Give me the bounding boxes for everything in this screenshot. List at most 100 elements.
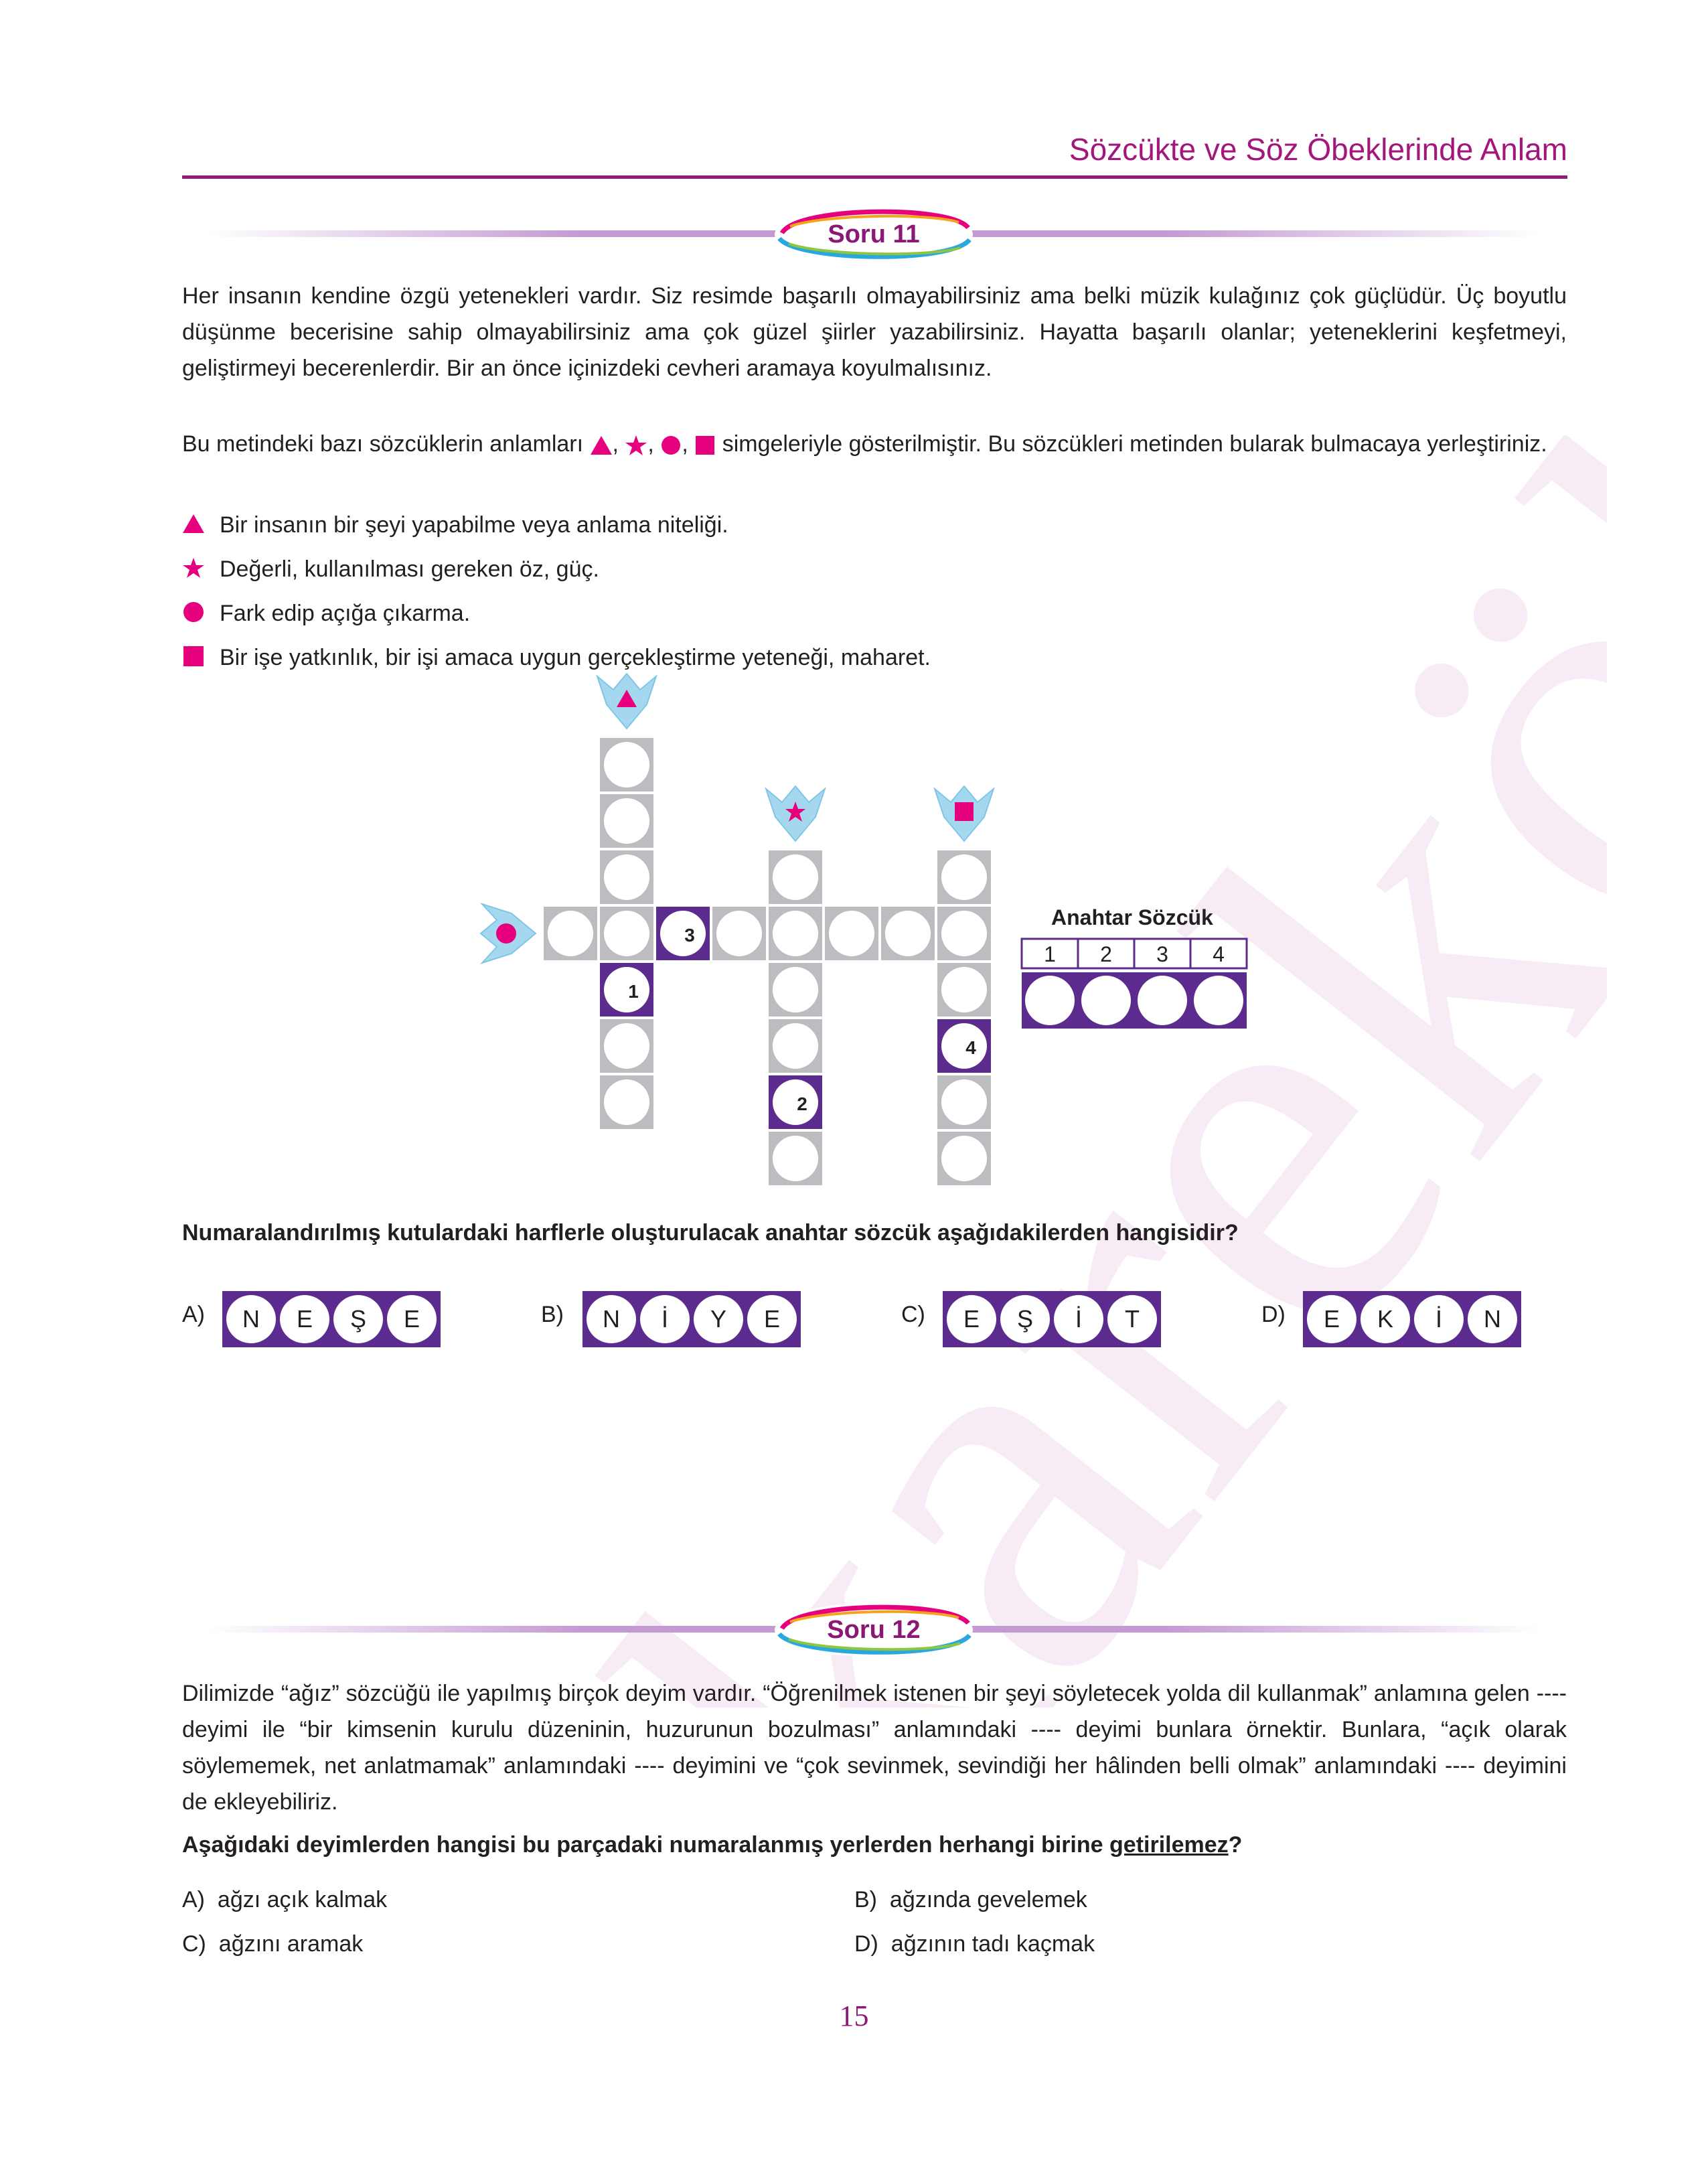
letter-cell: E	[387, 1295, 437, 1343]
crossword-cell-circle	[604, 967, 649, 1012]
star-icon	[625, 435, 647, 456]
legend-text: Bir insanın bir şeyi yapabilme veya anla…	[220, 512, 728, 538]
key-number: 4	[1213, 942, 1225, 966]
question-11-banner: Soru 11	[208, 201, 1540, 268]
key-word-title: Anahtar Sözcük	[1051, 905, 1213, 929]
cell-number: 4	[965, 1037, 976, 1058]
choice-c[interactable]: C) ağzını aramak	[182, 1931, 363, 1957]
choice-label: D)	[854, 1931, 878, 1957]
instruction-part-b: simgeleriyle gösterilmiştir. Bu sözcükle…	[722, 431, 1547, 457]
letter-cell: Ş	[1000, 1295, 1050, 1343]
key-letter-circle	[1025, 976, 1075, 1025]
key-number-cell	[1189, 937, 1248, 970]
choice-label: A)	[182, 1887, 205, 1912]
question-11-label: Soru 11	[828, 220, 920, 248]
option-c-label[interactable]: C)	[901, 1302, 925, 1327]
crossword-cell-circle	[885, 911, 931, 956]
option-a-letters[interactable]: N E Ş E	[222, 1291, 441, 1347]
letter-cell: İ	[1054, 1295, 1103, 1343]
crossword-cell-circle	[829, 911, 874, 956]
key-letter-circle	[1194, 976, 1243, 1025]
option-a-label[interactable]: A)	[182, 1302, 205, 1327]
question-12-banner: Soru 12	[208, 1596, 1540, 1663]
circle-icon	[496, 923, 516, 944]
choice-text: ağzında gevelemek	[889, 1887, 1087, 1912]
crossword-cell-circle	[941, 1023, 987, 1069]
key-number-cell	[1077, 937, 1136, 970]
legend-text: Bir işe yatkınlık, bir işi amaca uygun g…	[220, 645, 931, 670]
square-icon	[696, 436, 715, 455]
crossword-cell-circle	[660, 911, 706, 956]
choice-a[interactable]: A) ağzı açık kalmak	[182, 1887, 387, 1913]
prompt-emphasis: getirilemez	[1109, 1832, 1229, 1858]
crossword-cell-circle	[773, 854, 818, 900]
crossword-cell-circle	[604, 854, 649, 900]
choice-b[interactable]: B) ağzında gevelemek	[854, 1887, 1087, 1913]
option-b-label[interactable]: B)	[541, 1302, 564, 1327]
star-icon	[785, 802, 805, 822]
option-b-letters[interactable]: N İ Y E	[583, 1291, 801, 1347]
page-number: 15	[839, 2000, 869, 2032]
question-12-label: Soru 12	[827, 1616, 921, 1644]
option-d-letters[interactable]: E K İ N	[1303, 1291, 1521, 1347]
choice-text: ağzı açık kalmak	[217, 1887, 388, 1912]
letter-cell: İ	[1414, 1295, 1464, 1343]
crossword-cell-circle	[604, 1023, 649, 1069]
letter-cell: N	[587, 1295, 636, 1343]
triangle-icon	[617, 690, 637, 707]
choice-text: ağzını aramak	[218, 1931, 364, 1957]
option-d-label[interactable]: D)	[1261, 1302, 1286, 1327]
instruction-part-a: Bu metindeki bazı sözcüklerin anlamları	[182, 431, 584, 457]
cell-number: 3	[684, 925, 695, 946]
legend-text: Değerli, kullanılması gereken öz, güç.	[220, 556, 599, 582]
letter-cell: E	[747, 1295, 797, 1343]
triangle-icon	[590, 436, 612, 455]
question-11-text: Her insanın kendine özgü yetenekleri var…	[182, 283, 1567, 381]
legend-circle: Fark edip açığa çıkarma.	[182, 599, 470, 628]
key-number: 1	[1044, 942, 1056, 966]
key-number: 2	[1100, 942, 1112, 966]
question-12-text: Dilimizde “ağız” sözcüğü ile yapılmış bi…	[182, 1681, 1567, 1815]
triangle-icon	[183, 514, 204, 533]
key-number: 3	[1156, 942, 1168, 966]
letter-cell: N	[1468, 1295, 1517, 1343]
header-rule	[182, 175, 1567, 179]
crossword-cell-circle	[773, 967, 818, 1012]
legend-star: Değerli, kullanılması gereken öz, güç.	[182, 554, 599, 584]
banner-swirl-icon	[775, 208, 973, 261]
letter-cell: Y	[694, 1295, 743, 1343]
choice-label: B)	[854, 1887, 877, 1912]
choice-text: ağzının tadı kaçmak	[890, 1931, 1095, 1957]
legend-triangle: Bir insanın bir şeyi yapabilme veya anla…	[182, 510, 728, 540]
chapter-title: Sözcükte ve Söz Öbeklerinde Anlam	[1069, 132, 1567, 167]
letter-cell: T	[1107, 1295, 1157, 1343]
cell-number: 1	[628, 981, 639, 1002]
key-letter-circle	[1138, 976, 1187, 1025]
letter-cell: E	[1307, 1295, 1356, 1343]
crossword-cell-circle	[716, 911, 762, 956]
key-word-box: 1 2 3 4	[1020, 937, 1248, 1029]
banner-swirl-icon	[775, 1603, 973, 1657]
letter-cell: E	[280, 1295, 329, 1343]
crossword-cell-circle	[773, 1079, 818, 1125]
question-12-prompt: Aşağıdaki deyimlerden hangisi bu parçada…	[182, 1827, 1567, 1863]
crossword-cell-circle	[604, 798, 649, 844]
key-letter-circle	[1081, 976, 1131, 1025]
letter-cell: E	[947, 1295, 996, 1343]
crossword-cell-circle	[941, 967, 987, 1012]
letter-cell: İ	[640, 1295, 690, 1343]
crossword-cell-circle	[941, 1136, 987, 1181]
option-c-letters[interactable]: E Ş İ T	[943, 1291, 1161, 1347]
question-11-instruction: Bu metindeki bazı sözcüklerin anlamları …	[182, 431, 1547, 457]
crossword-cell-circle	[941, 1079, 987, 1125]
letter-cell: Ş	[333, 1295, 383, 1343]
circle-icon	[662, 436, 681, 455]
star-icon	[183, 558, 204, 578]
question-11-prompt: Numaralandırılmış kutulardaki harflerle …	[182, 1220, 1239, 1246]
key-number-cell	[1133, 937, 1192, 970]
choice-d[interactable]: D) ağzının tadı kaçmak	[854, 1931, 1095, 1957]
legend-text: Fark edip açığa çıkarma.	[220, 601, 471, 626]
crossword-cell-circle	[941, 911, 987, 956]
crossword-cell-circle	[604, 911, 649, 956]
